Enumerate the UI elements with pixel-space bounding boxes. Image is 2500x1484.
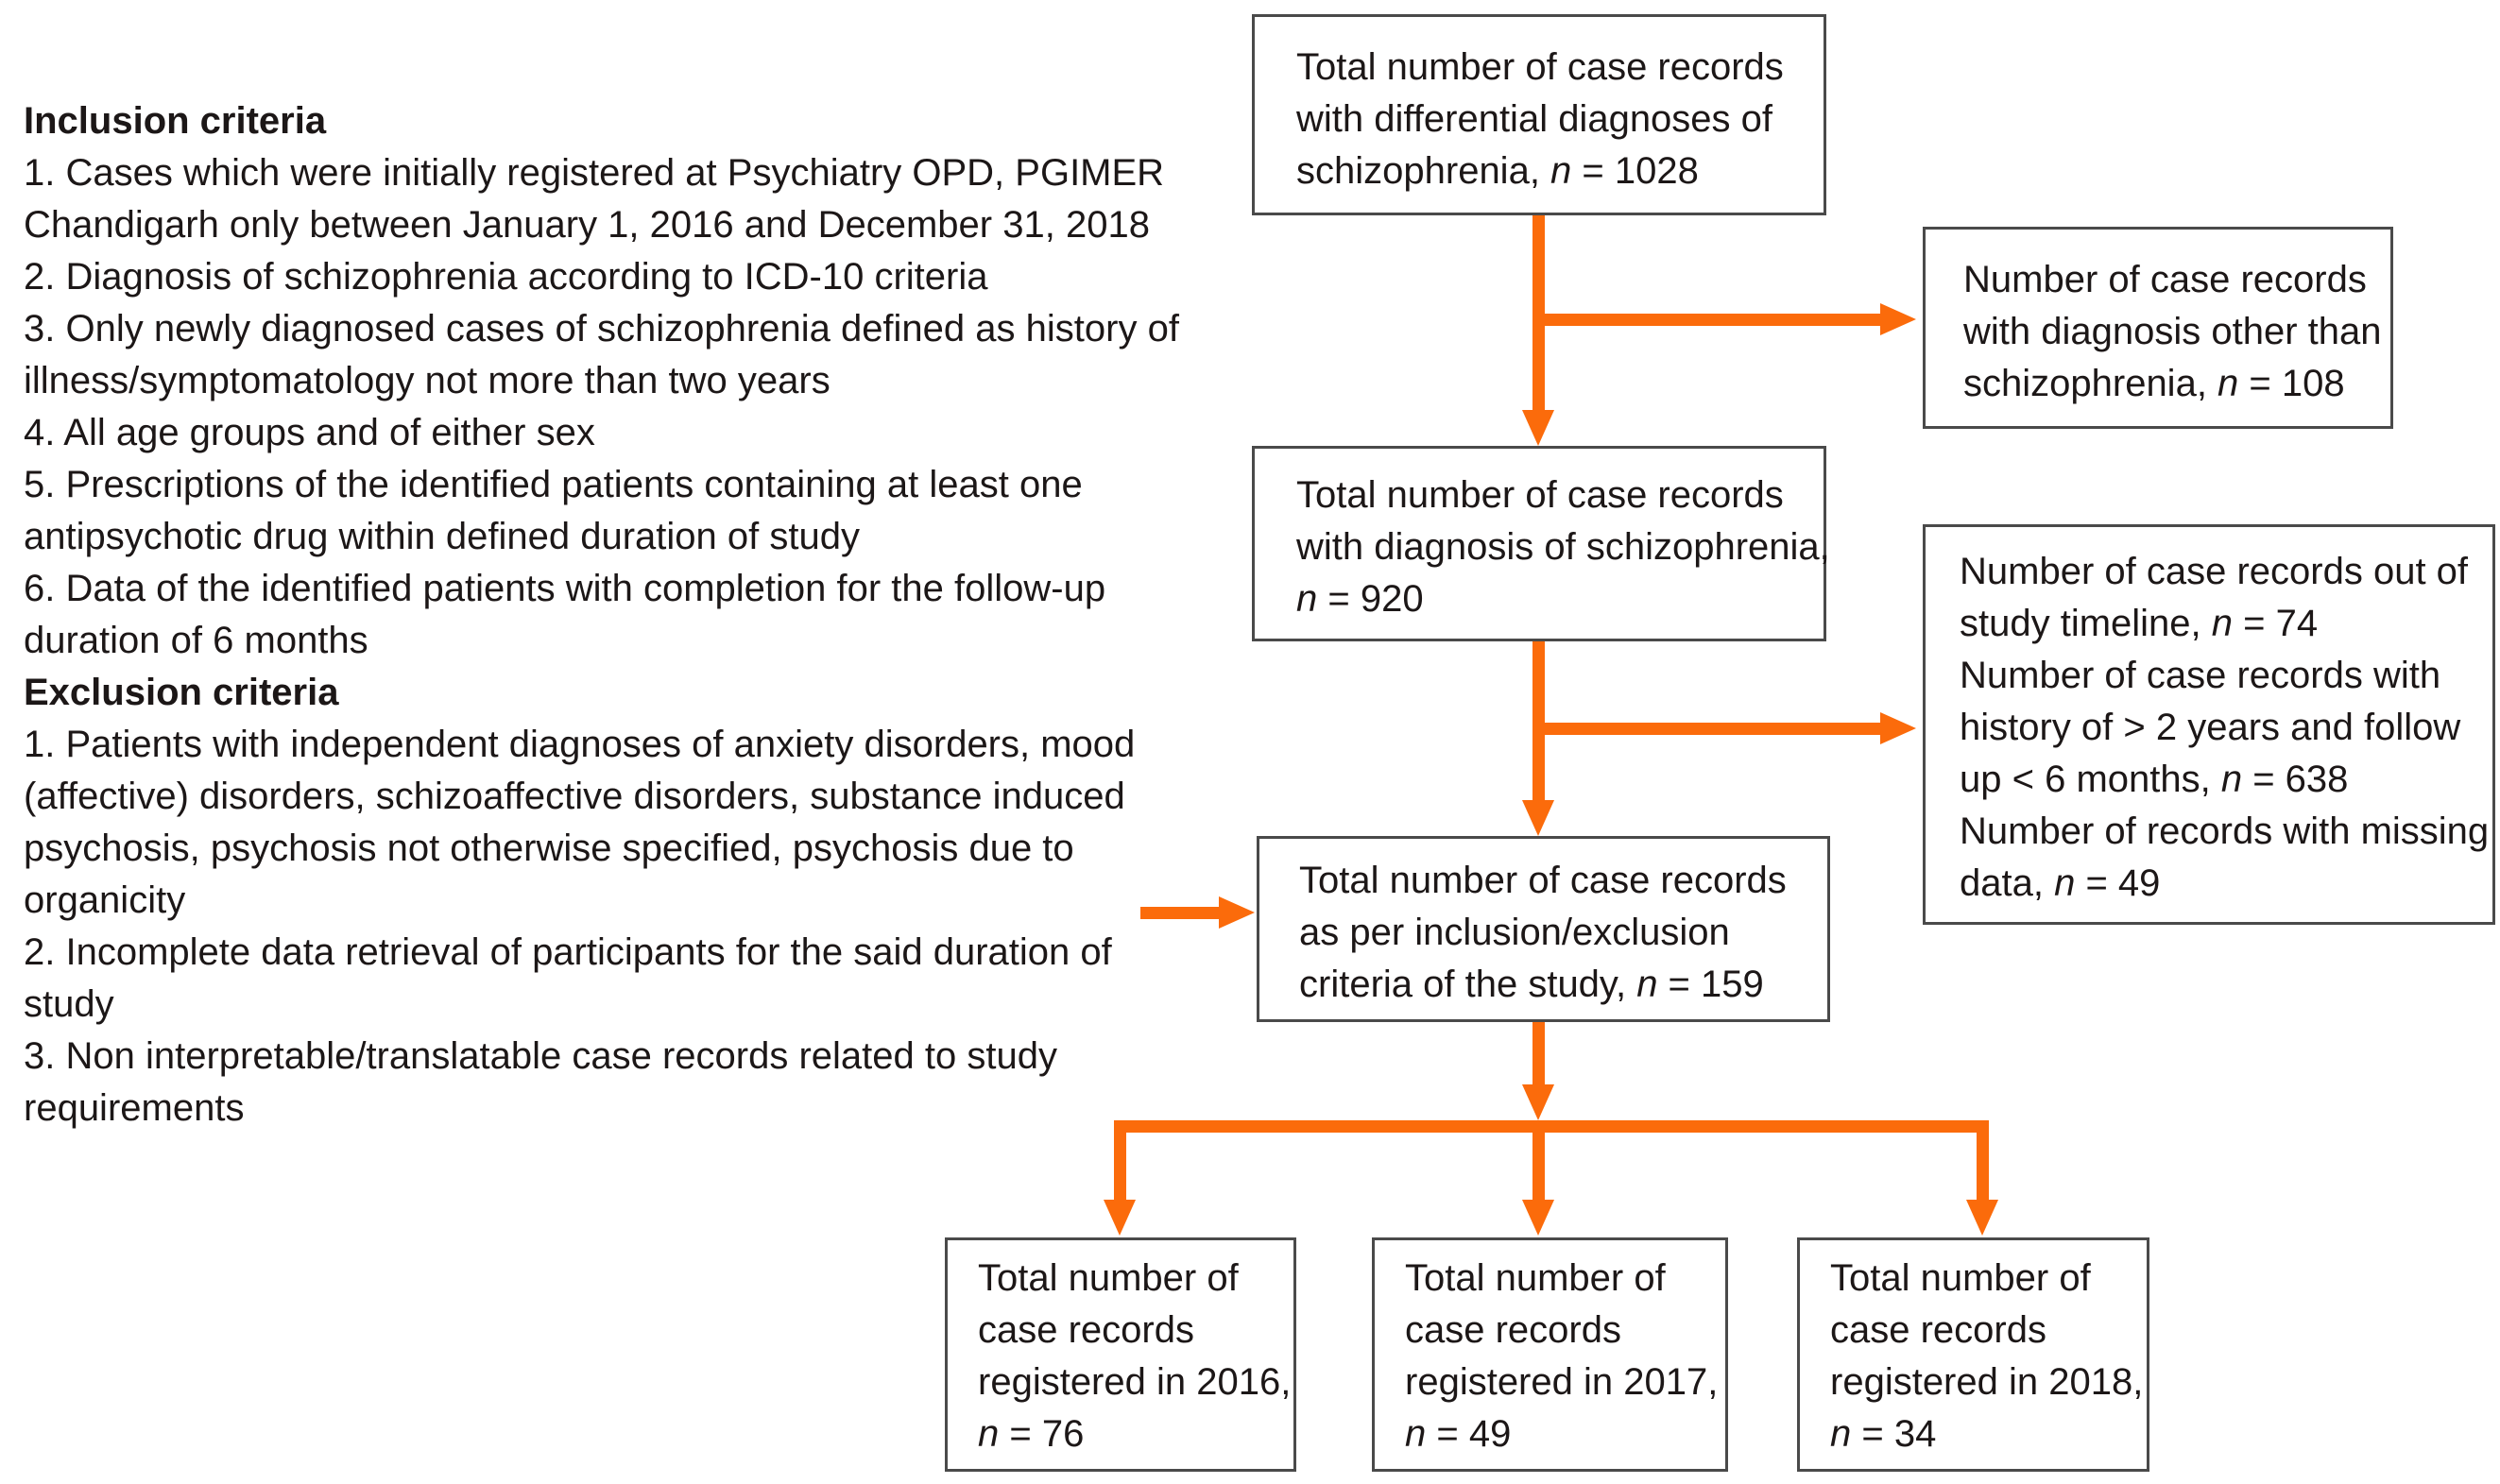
text-line: 4. All age groups and of either sex bbox=[24, 412, 595, 453]
inclusion-criteria-heading: Inclusion criteria bbox=[24, 100, 327, 142]
text-line: 1. Cases which were initially registered… bbox=[24, 152, 1165, 194]
text-line: schizophrenia, n = 108 bbox=[1963, 363, 2345, 404]
text-line: Number of case records bbox=[1963, 259, 2367, 300]
text-line: registered in 2018, bbox=[1830, 1361, 2144, 1403]
flow-box-differential-diagnoses: Total number of case records with differe… bbox=[1252, 14, 1826, 215]
text-line: Total number of bbox=[1830, 1257, 2091, 1299]
text-line: as per inclusion/exclusion bbox=[1299, 912, 1730, 953]
text-line: with diagnosis of schizophrenia, bbox=[1296, 526, 1830, 568]
connector-drop-to-2018-line bbox=[1977, 1126, 1989, 1202]
text-line: 2. Incomplete data retrieval of particip… bbox=[24, 931, 1112, 973]
text-line: up < 6 months, n = 638 bbox=[1960, 759, 2349, 800]
arrowhead-down-into-criteria-box bbox=[1522, 800, 1554, 836]
arrowhead-right-into-excluded-box bbox=[1880, 712, 1916, 744]
text-line: case records bbox=[1830, 1309, 2046, 1351]
flow-box-year-2017: Total number of case records registered in… bbox=[1372, 1237, 1728, 1472]
arrowhead-right-into-other-diagnosis-box bbox=[1880, 303, 1916, 335]
flow-box-schizophrenia-diagnosis: Total number of case records with diagnos… bbox=[1252, 446, 1830, 641]
connector-schizophrenia-to-criteria-line bbox=[1533, 641, 1545, 802]
text-line: psychosis, psychosis not otherwise speci… bbox=[24, 827, 1074, 869]
text-line: data, n = 49 bbox=[1960, 862, 2161, 904]
text-line: Number of case records out of bbox=[1960, 551, 2469, 592]
text-line: 5. Prescriptions of the identified patie… bbox=[24, 464, 1083, 505]
text-line: Total number of case records bbox=[1296, 46, 1784, 88]
arrowhead-down-onto-split-junction bbox=[1522, 1084, 1554, 1120]
connector-branch-to-excluded-line bbox=[1533, 723, 1882, 735]
connector-criteria-to-split-line bbox=[1533, 1022, 1545, 1086]
flow-box-other-diagnosis: Number of case records with diagnosis oth… bbox=[1923, 227, 2393, 429]
text-line: criteria of the study, n = 159 bbox=[1299, 964, 1764, 1005]
connector-split-horizontal-line bbox=[1114, 1120, 1989, 1133]
text-line: registered in 2017, bbox=[1405, 1361, 1719, 1403]
connector-criteria-panel-entry-line bbox=[1140, 907, 1219, 919]
text-line: history of > 2 years and follow bbox=[1960, 707, 2461, 748]
text-line: case records bbox=[978, 1309, 1194, 1351]
text-line: study bbox=[24, 983, 114, 1025]
text-line: n = 76 bbox=[978, 1413, 1085, 1455]
arrowhead-down-into-schizophrenia-box bbox=[1522, 410, 1554, 446]
text-line: registered in 2016, bbox=[978, 1361, 1292, 1403]
criteria-panel: Inclusion criteria 1. Cases which were i… bbox=[24, 95, 1195, 1134]
arrowhead-right-into-inclusion-exclusion-box bbox=[1219, 896, 1255, 929]
text-line: Number of case records with bbox=[1960, 655, 2441, 696]
inclusion-criteria-text: 1. Cases which were initially registered… bbox=[24, 147, 1195, 667]
text-line: Total number of bbox=[1405, 1257, 1666, 1299]
text-line: Total number of case records bbox=[1299, 860, 1787, 901]
text-line: requirements bbox=[24, 1087, 245, 1129]
text-line: case records bbox=[1405, 1309, 1621, 1351]
text-line: antipsychotic drug within defined durati… bbox=[24, 516, 860, 557]
text-line: schizophrenia, n = 1028 bbox=[1296, 150, 1699, 192]
text-line: Total number of bbox=[978, 1257, 1239, 1299]
flow-box-inclusion-exclusion: Total number of case records as per inclu… bbox=[1257, 836, 1830, 1022]
text-line: with differential diagnoses of bbox=[1296, 98, 1773, 140]
text-line: n = 920 bbox=[1296, 578, 1424, 620]
text-line: organicity bbox=[24, 879, 186, 921]
text-line: 1. Patients with independent diagnoses o… bbox=[24, 724, 1136, 765]
text-line: 3. Non interpretable/translatable case r… bbox=[24, 1035, 1057, 1077]
text-line: Chandigarh only between January 1, 2016 … bbox=[24, 204, 1150, 246]
exclusion-criteria-heading: Exclusion criteria bbox=[24, 672, 339, 713]
arrowhead-down-into-2017-box bbox=[1522, 1200, 1554, 1236]
flow-box-excluded-records: Number of case records out of study timel… bbox=[1923, 524, 2495, 925]
flow-box-year-2016: Total number of case records registered in… bbox=[945, 1237, 1296, 1472]
connector-drop-to-2016-line bbox=[1114, 1126, 1126, 1202]
text-line: n = 34 bbox=[1830, 1413, 1937, 1455]
connector-drop-to-2017-line bbox=[1533, 1126, 1545, 1202]
arrowhead-down-into-2016-box bbox=[1104, 1200, 1136, 1236]
flow-box-year-2018: Total number of case records registered in… bbox=[1797, 1237, 2149, 1472]
text-line: n = 49 bbox=[1405, 1413, 1512, 1455]
text-line: duration of 6 months bbox=[24, 620, 368, 661]
text-line: 3. Only newly diagnosed cases of schizop… bbox=[24, 308, 1179, 350]
text-line: 6. Data of the identified patients with … bbox=[24, 568, 1106, 609]
text-line: Number of records with missing bbox=[1960, 810, 2490, 852]
text-line: (affective) disorders, schizoaffective d… bbox=[24, 776, 1125, 817]
arrowhead-down-into-2018-box bbox=[1966, 1200, 1998, 1236]
text-line: with diagnosis other than bbox=[1963, 311, 2382, 352]
text-line: 2. Diagnosis of schizophrenia according … bbox=[24, 256, 988, 298]
text-line: illness/symptomatology not more than two… bbox=[24, 360, 830, 401]
connector-branch-to-other-diagnosis-line bbox=[1533, 314, 1882, 326]
exclusion-criteria-text: 1. Patients with independent diagnoses o… bbox=[24, 719, 1195, 1134]
text-line: Total number of case records bbox=[1296, 474, 1784, 516]
text-line: study timeline, n = 74 bbox=[1960, 603, 2319, 644]
